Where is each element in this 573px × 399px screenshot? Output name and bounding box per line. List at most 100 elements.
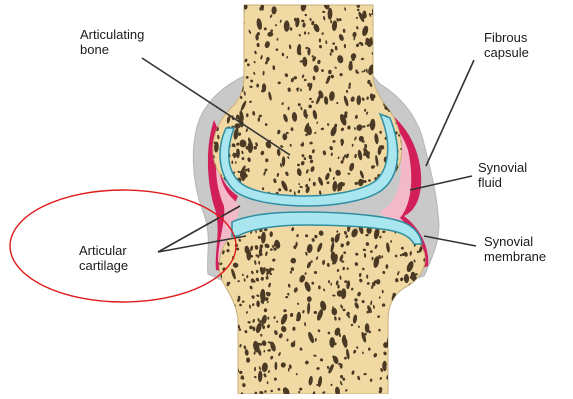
bone-pore bbox=[391, 391, 394, 393]
label-articular-cartilage: Articular cartilage bbox=[79, 243, 128, 273]
bone-pore bbox=[214, 283, 220, 294]
bone-pore bbox=[222, 353, 225, 357]
bone-pore bbox=[396, 34, 403, 45]
bone-pore bbox=[329, 337, 335, 348]
bone-pore bbox=[401, 9, 404, 12]
bone-pore bbox=[220, 12, 223, 16]
leader-fibrous-capsule bbox=[426, 60, 474, 166]
bone-pore bbox=[230, 71, 232, 74]
bone-pore bbox=[218, 74, 223, 79]
bone-pore bbox=[424, 382, 428, 386]
bone-pore bbox=[417, 385, 419, 389]
bone-pore bbox=[225, 35, 227, 38]
bone-pore bbox=[229, 64, 235, 72]
bone-pore bbox=[404, 325, 408, 328]
bone-pore bbox=[227, 297, 231, 301]
bone-pore bbox=[213, 90, 217, 95]
bone-pore bbox=[234, 42, 238, 46]
bone-pore bbox=[214, 357, 217, 362]
bone-pore bbox=[390, 78, 396, 85]
bone-pore bbox=[410, 373, 413, 376]
bone-pore bbox=[297, 164, 300, 167]
bone-pore bbox=[228, 32, 234, 40]
bone-pore bbox=[217, 15, 220, 19]
bone-pore bbox=[425, 354, 428, 358]
bone-pore bbox=[392, 3, 396, 8]
bone-pore bbox=[223, 40, 231, 51]
bone-pore bbox=[373, 55, 375, 58]
label-fibrous-capsule: Fibrous capsule bbox=[484, 30, 529, 60]
bone-pore bbox=[224, 15, 228, 21]
bone-pore bbox=[238, 10, 241, 13]
bone-pore bbox=[331, 252, 336, 262]
bone-pore bbox=[391, 349, 397, 358]
bone-pore bbox=[235, 60, 239, 65]
bone-pore bbox=[398, 374, 402, 379]
bone-pore bbox=[211, 39, 215, 42]
bone-pore bbox=[404, 290, 407, 294]
bone-pore bbox=[214, 385, 216, 388]
bone-pore bbox=[376, 23, 381, 32]
bone-pore bbox=[217, 359, 221, 363]
bone-pore bbox=[389, 322, 391, 325]
bone-pore bbox=[227, 3, 234, 14]
bone-pore bbox=[402, 45, 406, 50]
bone-pore bbox=[233, 350, 237, 354]
bone-pore bbox=[380, 69, 384, 75]
bone-pore bbox=[234, 59, 238, 64]
bone-pore bbox=[222, 319, 225, 323]
bone-pore bbox=[219, 53, 223, 57]
bone-pore bbox=[233, 66, 237, 70]
bone-pore bbox=[406, 325, 410, 330]
bone-pore bbox=[229, 385, 236, 393]
bone-pore bbox=[222, 64, 224, 67]
bone-pore bbox=[391, 315, 394, 318]
bone-pore bbox=[221, 45, 226, 51]
bone-pore bbox=[397, 19, 400, 23]
bone-pore bbox=[234, 5, 239, 10]
bone-pore bbox=[409, 334, 416, 344]
bone-pore bbox=[225, 39, 232, 46]
bone-pore bbox=[396, 303, 399, 306]
bone-pore bbox=[233, 5, 237, 9]
bone-pore bbox=[211, 64, 218, 76]
label-articulating-bone: Articulating bone bbox=[80, 27, 144, 57]
bone-pore bbox=[397, 21, 399, 24]
bone-pore bbox=[237, 39, 242, 47]
bone-pore bbox=[218, 333, 221, 336]
bone-pore bbox=[406, 363, 410, 366]
bone-pore bbox=[401, 325, 405, 330]
bone-pore bbox=[377, 67, 379, 69]
bone-pore bbox=[408, 300, 411, 304]
bone-pore bbox=[421, 378, 424, 384]
bone-pore bbox=[222, 305, 226, 314]
bone-pore bbox=[212, 35, 216, 40]
bone-pore bbox=[389, 77, 391, 80]
bone-pore bbox=[213, 72, 217, 76]
bone-pore bbox=[226, 378, 233, 390]
bone-pore bbox=[389, 318, 392, 321]
bone-pore bbox=[213, 81, 218, 88]
bone-pore bbox=[229, 345, 232, 349]
bone-pore bbox=[397, 34, 400, 37]
bone-pore bbox=[239, 6, 243, 10]
bone-pore bbox=[238, 32, 240, 35]
bone-pore bbox=[391, 351, 394, 354]
bone-pore bbox=[257, 84, 259, 87]
bone-pore bbox=[234, 31, 240, 43]
bone-pore bbox=[403, 387, 406, 392]
bone-pore bbox=[231, 161, 233, 165]
bone-pore bbox=[217, 43, 220, 47]
bone-pore bbox=[401, 302, 403, 305]
bone-pore bbox=[223, 306, 226, 311]
bone-pore bbox=[399, 300, 402, 305]
bone-pore bbox=[392, 61, 396, 66]
bone-pore bbox=[332, 140, 335, 143]
bone-pore bbox=[400, 5, 403, 8]
bone-pore bbox=[229, 15, 232, 20]
bone-pore bbox=[395, 71, 400, 78]
bone-pore bbox=[221, 334, 224, 339]
bone-pore bbox=[213, 44, 217, 48]
bone-pore bbox=[393, 49, 396, 53]
